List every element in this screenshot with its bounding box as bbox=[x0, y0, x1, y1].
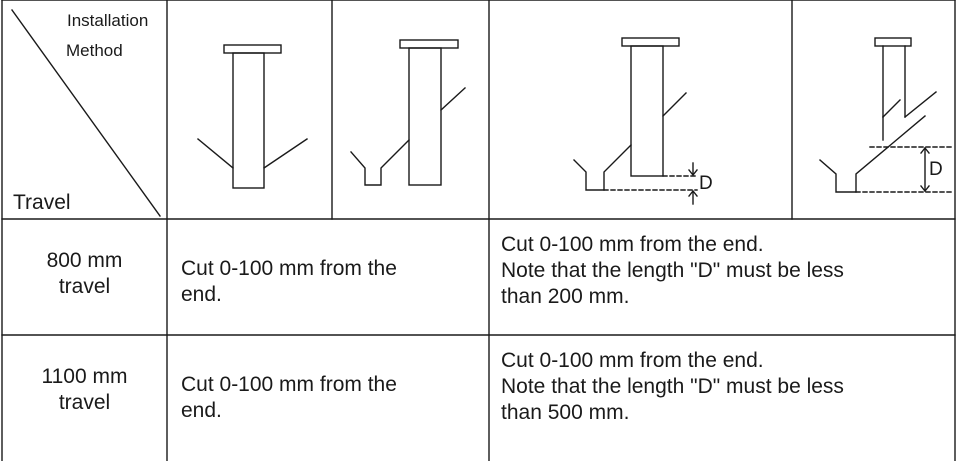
travel-unit: travel bbox=[58, 391, 111, 414]
row-800-travel: 800 mm travel bbox=[2, 248, 167, 300]
diagram-pipe-with-cup bbox=[350, 39, 466, 186]
header-diagonal bbox=[11, 9, 161, 217]
diagram-straight-pipe bbox=[197, 44, 308, 189]
travel-value: 1100 mm bbox=[41, 365, 128, 388]
header-method-label: Method bbox=[66, 41, 123, 60]
row-1100-cut: Cut 0-100 mm from the end. bbox=[181, 373, 397, 422]
row-1100-note: Cut 0-100 mm from the end. Note that the… bbox=[501, 349, 844, 424]
travel-value: 800 mm bbox=[46, 249, 123, 272]
row-800-cut: Cut 0-100 mm from the end. bbox=[181, 257, 397, 306]
row-800-note: Cut 0-100 mm from the end. Note that the… bbox=[501, 233, 844, 308]
header-travel-label: Travel bbox=[13, 191, 71, 214]
diagram-pipe-gap-dimension bbox=[573, 37, 698, 205]
header-installation-label: Installation bbox=[67, 11, 149, 30]
dimension-label-d-2: D bbox=[929, 159, 943, 180]
row-1100-travel: 1100 mm travel bbox=[2, 364, 167, 416]
travel-unit: travel bbox=[58, 275, 111, 298]
dimension-label-d-1: D bbox=[699, 173, 713, 194]
diagram-pipe-long-guide bbox=[819, 37, 953, 193]
